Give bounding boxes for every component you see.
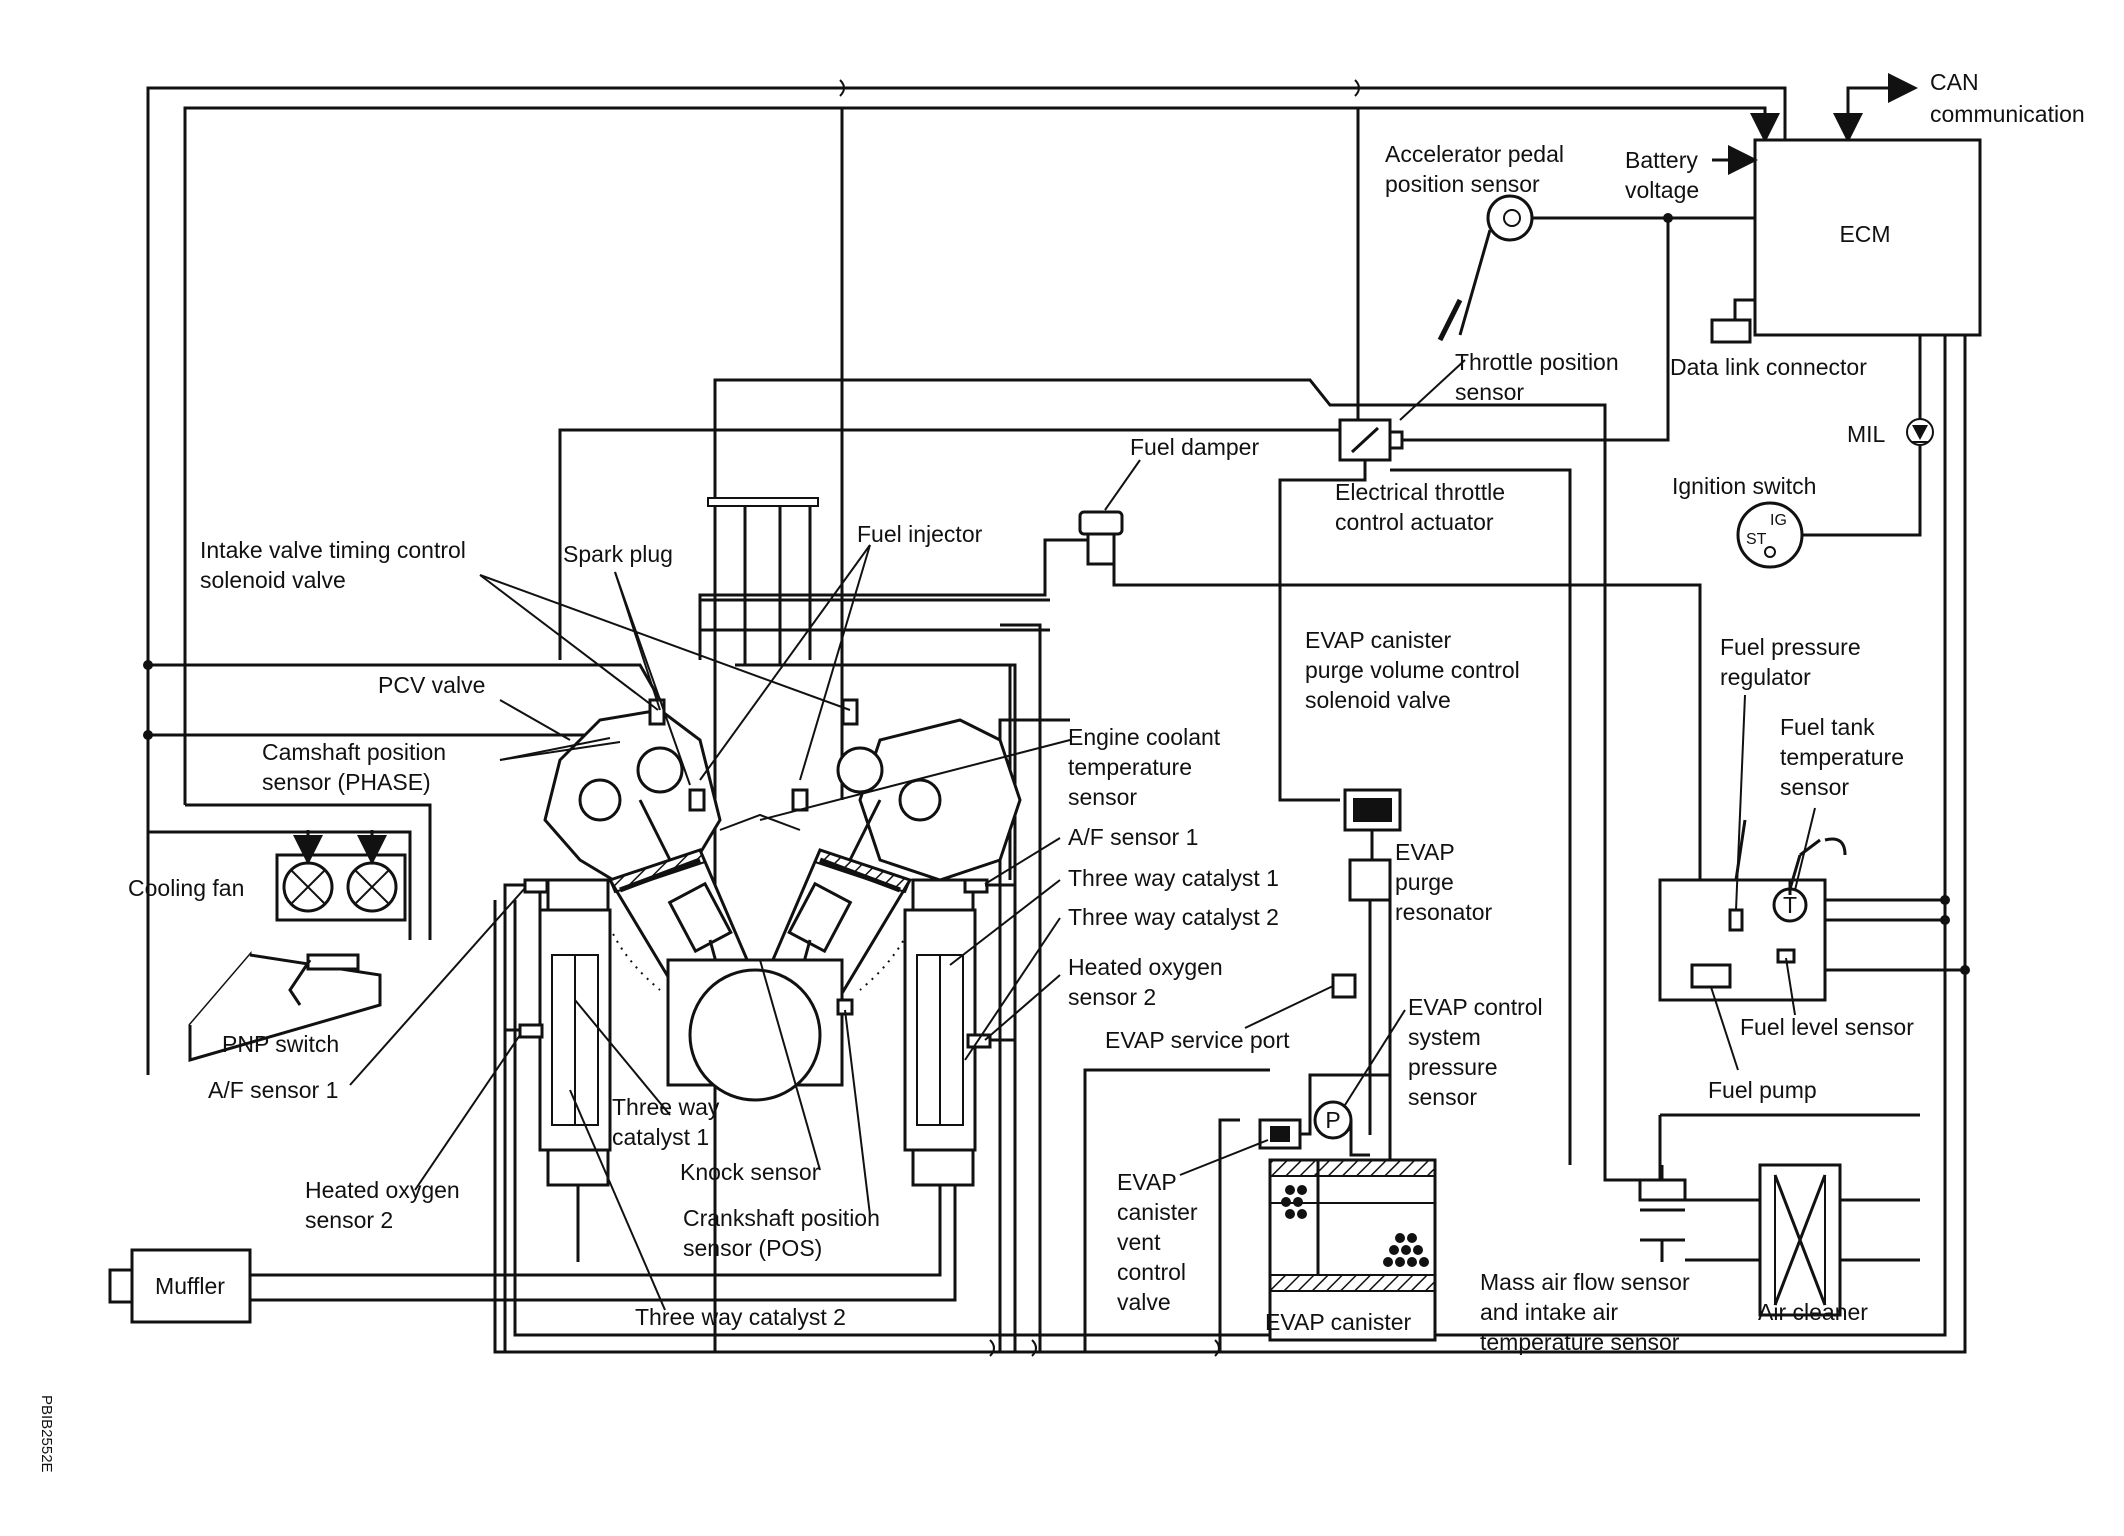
evap-service-label: EVAP service port <box>1105 1027 1290 1053</box>
air-cleaner-label: Air cleaner <box>1758 1299 1868 1325</box>
fuel-damper-label: Fuel damper <box>1130 434 1259 460</box>
muffler-label: Muffler <box>155 1273 225 1299</box>
evap-res-label-3: resonator <box>1395 899 1493 925</box>
twc2-bottom-label: Three way catalyst 2 <box>635 1304 846 1330</box>
cmp-label: Camshaft position <box>262 739 446 765</box>
ecm-module: ECM <box>1753 138 1982 337</box>
tps-label: Throttle position <box>1455 349 1619 375</box>
evap-vent-label-2: canister <box>1117 1199 1198 1225</box>
ivt-label-2: solenoid valve <box>200 567 346 593</box>
evap-canister-label: EVAP canister <box>1265 1309 1412 1335</box>
accel-label-2: position sensor <box>1385 171 1540 197</box>
twc1-left-label-2: catalyst 1 <box>612 1124 709 1150</box>
cooling-fan-label: Cooling fan <box>128 875 244 901</box>
evap-system: P <box>1258 788 1437 1342</box>
ect-label-2: temperature <box>1068 754 1192 780</box>
evap-press-label-4: sensor <box>1408 1084 1477 1110</box>
maf-sensor-and-air-cleaner <box>1638 1113 1920 1317</box>
etc-label-2: control actuator <box>1335 509 1494 535</box>
can-label: CAN <box>1930 69 1979 95</box>
electrical-throttle-actuator-icon <box>1278 359 1572 1165</box>
evap-purge-sol-label-2: purge volume control <box>1305 657 1520 683</box>
pcv-label: PCV valve <box>378 672 485 698</box>
evap-res-label-2: purge <box>1395 869 1454 895</box>
p-symbol: P <box>1325 1107 1340 1133</box>
svg-text:IG: IG <box>1770 512 1787 529</box>
evap-res-label: EVAP <box>1395 839 1455 865</box>
evap-purge-sol-label-3: solenoid valve <box>1305 687 1451 713</box>
ho2-right-label-2: sensor 2 <box>1068 984 1156 1010</box>
knock-label: Knock sensor <box>680 1159 820 1185</box>
ftt-label-2: temperature <box>1780 744 1904 770</box>
fpr-label-2: regulator <box>1720 664 1811 690</box>
accelerator-pedal-sensor-icon <box>1398 194 1755 442</box>
accel-label: Accelerator pedal <box>1385 141 1564 167</box>
data-link-connector-label: Data link connector <box>1670 354 1867 380</box>
fuel-tank: T <box>1658 819 1847 1002</box>
harness-wiring <box>143 73 1970 1357</box>
ftt-label-3: sensor <box>1780 774 1849 800</box>
leader-lines <box>349 544 1816 1311</box>
fuel-level-label: Fuel level sensor <box>1740 1014 1914 1040</box>
fpr-label: Fuel pressure <box>1720 634 1861 660</box>
twc2-right-label: Three way catalyst 2 <box>1068 904 1279 930</box>
ivt-label: Intake valve timing control <box>200 537 466 563</box>
ckp-label-2: sensor (POS) <box>683 1235 822 1261</box>
ho2-left-label: Heated oxygen <box>305 1177 460 1203</box>
evap-vent-label-4: control <box>1117 1259 1186 1285</box>
twc1-left-label: Three way <box>612 1094 720 1120</box>
fuel-damper-icon <box>698 459 1702 985</box>
fuel-injector-label: Fuel injector <box>857 521 983 547</box>
maf-label-3: temperature sensor <box>1480 1329 1680 1355</box>
svg-text:ST: ST <box>1746 531 1767 548</box>
figure-code: PBIB2552E <box>38 1395 55 1473</box>
ckp-label: Crankshaft position <box>683 1205 880 1231</box>
cmp-label-2: sensor (PHASE) <box>262 769 431 795</box>
ignition-switch-icon: IG ST <box>1736 501 1804 569</box>
spark-plug-label: Spark plug <box>563 541 673 567</box>
ignition-switch-label: Ignition switch <box>1672 473 1816 499</box>
maf-label-2: and intake air <box>1480 1299 1618 1325</box>
evap-press-label-2: system <box>1408 1024 1481 1050</box>
t-symbol: T <box>1783 892 1797 918</box>
pnp-switch-label: PNP switch <box>222 1031 339 1057</box>
evap-press-label-3: pressure <box>1408 1054 1497 1080</box>
exhaust-system <box>250 878 1015 1352</box>
evap-press-label: EVAP control <box>1408 994 1543 1020</box>
maf-label: Mass air flow sensor <box>1480 1269 1690 1295</box>
etc-label: Electrical throttle <box>1335 479 1505 505</box>
fuel-pump-label: Fuel pump <box>1708 1077 1817 1103</box>
twc1-right-label: Three way catalyst 1 <box>1068 865 1279 891</box>
v-engine-block <box>543 497 1050 1102</box>
mil-lamp <box>1800 335 1934 537</box>
battery-label: Battery <box>1625 147 1698 173</box>
evap-purge-sol-label: EVAP canister <box>1305 627 1452 653</box>
muffler-icon: Muffler <box>108 1248 252 1324</box>
cooling-fan-icon <box>275 830 407 922</box>
tps-label-2: sensor <box>1455 379 1524 405</box>
ecm-label: ECM <box>1839 221 1890 247</box>
ho2-right-label: Heated oxygen <box>1068 954 1223 980</box>
ho2-left-label-2: sensor 2 <box>305 1207 393 1233</box>
ect-label-3: sensor <box>1068 784 1137 810</box>
ftt-label: Fuel tank <box>1780 714 1875 740</box>
can-label-2: communication <box>1930 101 2085 127</box>
data-link-connector <box>1710 298 1755 344</box>
ect-label: Engine coolant <box>1068 724 1221 750</box>
battery-label-2: voltage <box>1625 177 1699 203</box>
evap-vent-label-5: valve <box>1117 1289 1171 1315</box>
af-right-label: A/F sensor 1 <box>1068 824 1198 850</box>
evap-vent-label: EVAP <box>1117 1169 1177 1195</box>
mil-label: MIL <box>1847 421 1886 447</box>
pnp-switch-icon <box>188 950 382 1062</box>
af-left-label: A/F sensor 1 <box>208 1077 338 1103</box>
evap-vent-label-3: vent <box>1117 1229 1161 1255</box>
